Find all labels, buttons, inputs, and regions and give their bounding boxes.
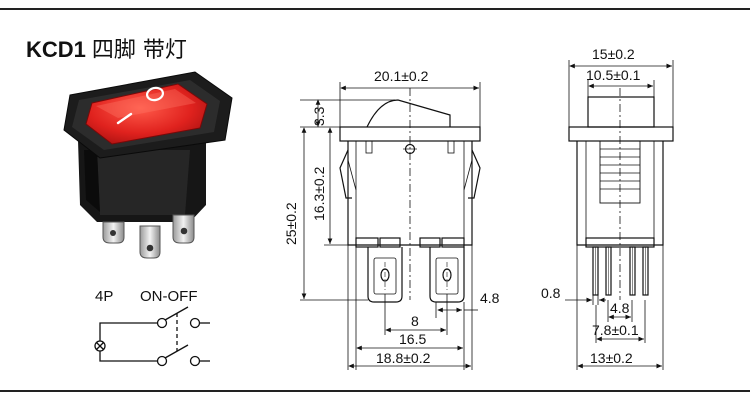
top-rule (0, 8, 750, 10)
body-depth-dim: 13±0.2 (590, 350, 633, 366)
body-height-dim: 16.3±0.2 (311, 166, 327, 221)
total-height-dim: 25±0.2 (283, 202, 299, 245)
rocker-width-dim: 10.5±0.1 (586, 67, 641, 83)
pin-count-label: 4P (95, 288, 113, 305)
switch-product-image (63, 71, 233, 259)
side-terminal-pitch-dim: 4.8 (610, 300, 630, 316)
side-view-drawing (568, 88, 674, 300)
body-width-b-dim: 18.8±0.2 (376, 350, 431, 366)
rocker-height-dim: 3.3 (311, 106, 327, 126)
terminal-width-dim: 4.8 (480, 290, 500, 306)
switch-type-label: ON-OFF (140, 288, 198, 305)
bottom-rule (0, 390, 750, 392)
model-description: 四脚 带灯 (91, 38, 187, 63)
terminal-thickness-dim: 0.8 (541, 285, 561, 301)
front-view-dimension-text: 20.1±0.2 3.3 25±0.2 16.3±0.2 4.8 8 16.5 … (283, 68, 500, 366)
model-name: KCD1 (26, 37, 86, 62)
side-view-dimension-text: 15±0.2 10.5±0.1 0.8 4.8 7.8±0.1 13±0.2 (541, 46, 641, 366)
front-view-drawing (339, 88, 481, 303)
body-width-a-dim: 16.5 (399, 331, 426, 347)
top-width-dim: 15±0.2 (592, 46, 635, 62)
front-view-dimensions (300, 82, 481, 370)
wiring-schematic: 4P ON-OFF (94, 288, 210, 367)
terminal-span-dim: 7.8±0.1 (592, 322, 639, 338)
side-view-dimensions (565, 60, 674, 370)
front-width-dim: 20.1±0.2 (374, 68, 429, 84)
terminal-pitch-dim: 8 (411, 313, 419, 329)
